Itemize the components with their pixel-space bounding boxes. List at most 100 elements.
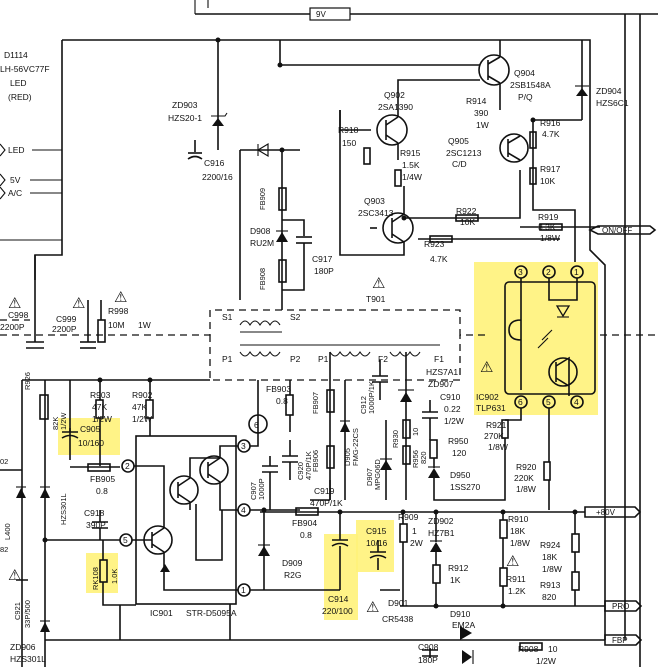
r908-watt: 1/2W [536,656,556,666]
r926-name: R926 [23,372,32,390]
c915: C915 10/16 [366,526,388,570]
rail-fbp: FBP [230,634,643,646]
zd904: ZD904 HZS6C1 [575,40,629,120]
r918-value: 150 [342,138,356,148]
d1114-label: D1114 [4,50,28,60]
r908-value: 10 [548,644,558,654]
r950-value: 120 [452,448,466,458]
rail-80v: +80V [260,506,642,518]
led-rail-label: LED [8,145,25,155]
r914-watt: 1W [476,120,489,130]
junction-dots [42,37,578,609]
opto-pin-2: 2 [546,267,551,277]
r921-value: 270K [484,431,504,441]
r915-value: 1.5K [402,160,420,170]
d908: D908 RU2M [250,226,288,248]
d905-name: D905 [343,448,352,466]
rail-9v: 9V [195,7,658,21]
c907-value: 1000P [257,478,266,500]
c916: C916 2200/16 [187,140,233,182]
fb904: FB904 0.8 [292,507,319,540]
fb905-name: FB905 [90,474,115,484]
r910-name: R910 [508,514,529,524]
zd904-value: HZS6C1 [596,98,629,108]
d910-name: D910 [450,609,471,619]
c908-value: 180P [418,655,438,665]
opto-pin-6: 6 [518,397,523,407]
r916: R916 4.7K [529,118,561,149]
q905-part: 2SC1213 [446,148,482,158]
c998-name: C998 [8,310,29,320]
r913-value: 820 [542,592,556,602]
d910-value: EM2A [452,620,475,630]
fb906: FB906 [311,445,335,472]
r913: R913 820 [540,571,580,602]
d909-value: R2G [284,570,301,580]
q905-rank: C/D [452,159,467,169]
q902: Q902 2SA1390 [376,90,413,146]
q902-value: 2SA1390 [378,102,413,112]
r930-name: R930 [391,430,400,448]
c920: C920 470P/1K [282,440,313,480]
rail-80v-label: +80V [596,508,616,517]
warning-icon-d901: ⚠ [366,599,379,616]
c918-name: C918 [84,508,105,518]
r903-watt: 1/2W [92,414,112,424]
r909-watt: 2W [410,538,423,548]
warning-icon-r911: ⚠ [506,553,519,570]
rail-on-off-label: ON/OFF [602,226,632,235]
ic902-optocoupler: 3 2 1 6 5 4 IC902 TLP631 [476,265,596,413]
c910-value: 0.22 [444,404,461,414]
r903-value: 47K [92,402,107,412]
c916-name: C916 [204,158,225,168]
p2-label: P2 [290,354,301,364]
r909: R909 1 2W [398,512,423,548]
zd906-value: HZS301L [10,654,46,664]
r902-name: R902 [132,390,153,400]
fb908-label: FB908 [258,268,267,290]
r914: R914 390 1W [466,96,489,130]
q903-value: 2SC3413 [358,208,394,218]
zd904-name: ZD904 [596,86,622,96]
c917-name: C917 [312,254,333,264]
fb904-name: FB904 [292,518,317,528]
q904-rank: P/Q [518,92,533,102]
c910-name: C910 [440,392,461,402]
n02-label: 02 [0,457,8,466]
led-label: LED [10,78,27,88]
opto-pin-4: 4 [574,397,579,407]
c920-value: 470P/1K [304,451,313,480]
r923-value: 4.7K [430,254,448,264]
t901-label: T901 [366,294,386,304]
c918-value: 390P [86,520,106,530]
fb907-label: FB907 [311,392,320,414]
ic901-transistor-1-icon [199,455,229,485]
zd903: ZD903 HZS20-1 [168,100,228,150]
q902-name: Q902 [384,90,405,100]
zd902-name: ZD902 [428,516,454,526]
warning-icon-t901: ⚠ [372,275,385,292]
r911-value: 1.2K [508,586,526,596]
r998-name: R998 [108,306,129,316]
q904-name: Q904 [514,68,535,78]
light-arrows-icon [537,329,553,349]
q903: Q903 2SC3413 [358,196,414,244]
fb904-value: 0.8 [300,530,312,540]
d907-value: MPG06D [373,459,382,490]
r998-watt: 1W [138,320,151,330]
c915-value: 10/16 [366,538,388,548]
c999-name: C999 [56,314,77,324]
zd902-value: HZ7B1 [428,528,455,538]
warning-icon-c998: ⚠ [8,295,21,312]
r921-name: R921 [486,420,507,430]
r919-name: R919 [538,212,559,222]
q903-name: Q903 [364,196,385,206]
fb909-label: FB909 [258,188,267,210]
c917-value: 180P [314,266,334,276]
rail-9v-label: 9V [316,10,326,19]
hzs301l-label: HZS301L [59,493,68,525]
c918: C918 390P [84,508,108,540]
ic901-pin-2: 2 [125,461,130,471]
r908: R908 10 1/2W [518,642,558,666]
